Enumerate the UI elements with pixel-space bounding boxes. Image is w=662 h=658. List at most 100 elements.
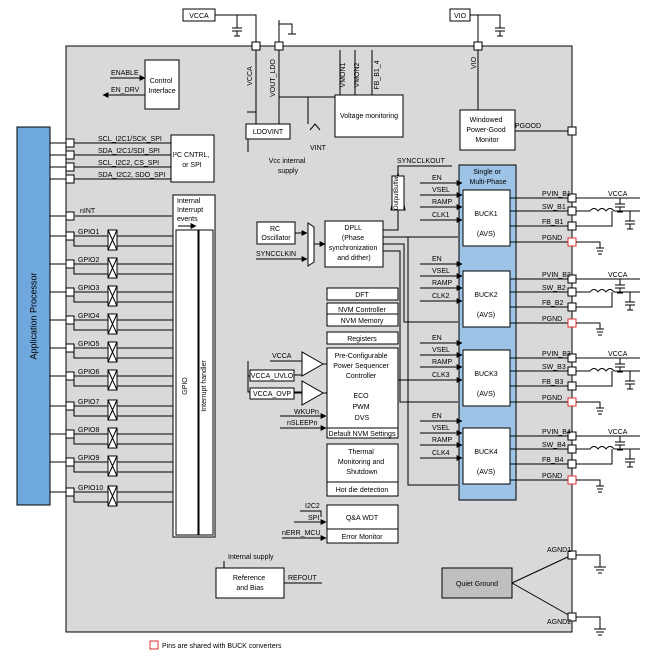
gpio-label: GPIO6 <box>78 369 100 376</box>
label-vout-ldo: VOUT_LDO <box>270 59 277 97</box>
pin-square <box>567 444 577 454</box>
clock-mux <box>307 222 315 267</box>
pin-square <box>567 459 577 469</box>
pin-square <box>65 231 75 241</box>
pgnd-ground-icon <box>576 479 604 493</box>
pin-vcca-top: VCCA <box>189 13 209 20</box>
syncclkout-wire <box>397 165 452 173</box>
buck-pin-label: FB_B2 <box>542 300 564 307</box>
pvin-cap <box>576 197 640 213</box>
gpio-buffer-mark <box>107 399 118 421</box>
pin-square <box>567 126 577 136</box>
interrupt-handler-column <box>198 229 214 536</box>
buck-name: BUCK3 <box>474 371 497 378</box>
gpio-label: GPIO4 <box>78 313 100 320</box>
ci-line-2: Interface <box>148 88 175 95</box>
pin-square <box>65 487 75 497</box>
buck-pin-label: PVIN_B4 <box>542 429 571 436</box>
vio-top-wire <box>470 14 505 42</box>
buck-pin-label: PGND <box>542 316 562 323</box>
gpio-wire <box>50 347 175 359</box>
buck-pin-label: PVIN_B3 <box>542 351 571 358</box>
seq-line-1: Pre-Configurable <box>335 353 388 360</box>
bucks: BUCK1(AVS)ENVSELRAMPCLK1PVIN_B1SW_B1FB_B… <box>420 175 640 493</box>
single-multi-phase: Single or Multi-Phase <box>470 169 507 186</box>
gpio-label: GPIO8 <box>78 427 100 434</box>
nvm-controller-label: NVM Controller <box>338 307 387 314</box>
dpll-label: DPLL (Phase synchronization and dither) <box>329 225 380 262</box>
buck-pin-label: FB_B1 <box>542 219 564 226</box>
gpio-buffer-mark <box>107 257 118 279</box>
internal-interrupt-label: Internal Interrupt events <box>177 198 205 223</box>
ref-bias-block <box>215 567 285 599</box>
pin-square <box>65 343 75 353</box>
rb-line-2: and Bias <box>236 585 264 592</box>
pin-square <box>567 206 577 216</box>
buck-control-label: VSEL <box>432 347 450 354</box>
gpio-label: GPIO7 <box>78 399 100 406</box>
dpll-line-1: DPLL <box>344 225 362 232</box>
buck-block <box>462 189 511 247</box>
uvlo-comparator <box>301 351 325 377</box>
pin-square <box>65 401 75 411</box>
nvm-memory-block <box>326 313 399 327</box>
buck-pin-label: FB_B4 <box>542 457 564 464</box>
gpio-column <box>175 229 199 536</box>
seq-line-6: DVS <box>355 415 370 422</box>
syncclkout-label: SYNCCLKOUT <box>397 158 446 165</box>
gpio-wire <box>50 235 175 247</box>
gpio-buffer-mark <box>107 341 118 363</box>
pin-square <box>567 475 577 485</box>
pin-square <box>65 259 75 269</box>
dpll-line-3: synchronization <box>329 245 378 252</box>
gpio-wire <box>50 433 175 445</box>
buck-control-label: VSEL <box>432 268 450 275</box>
seq-line-4: ECO <box>353 393 369 400</box>
buck-control-label: RAMP <box>432 359 453 366</box>
label-vmon2: VMON2 <box>354 62 361 87</box>
pin-square <box>65 429 75 439</box>
error-monitor-label: Error Monitor <box>342 534 384 541</box>
en-drv-label: EN_DRV <box>111 87 140 94</box>
buck-pin-label: SW_B2 <box>542 285 566 292</box>
buck-control-label: CLK3 <box>432 372 450 379</box>
sw-inductor <box>576 208 640 230</box>
i2c-line-2: or SPI <box>182 162 202 169</box>
pin-square <box>251 41 261 51</box>
rc-oscillator-label: RC Oscillator <box>261 226 291 242</box>
refout-label: REFOUT <box>288 575 318 582</box>
application-processor-label: Application Processor <box>28 272 38 359</box>
iie-line-1: Internal <box>177 198 201 205</box>
vcca-uvlo-label: VCCA_UVLO <box>251 373 294 380</box>
nvm-memory-label: NVM Memory <box>341 318 384 325</box>
nint-label: nINT <box>80 208 96 215</box>
th-line-2: Monitoring and <box>338 459 384 466</box>
i2c-signal-label: SDA_I2C2, SDO_SPI <box>98 172 165 179</box>
buck-block <box>462 349 511 407</box>
agnd1-label: AGND1 <box>547 547 571 554</box>
pin-square <box>567 612 577 622</box>
buck-pin-label: PVIN_B2 <box>542 272 571 279</box>
pin-square <box>65 287 75 297</box>
i2c-signal-group: SCL_I2C1/SCK_SPISDA_I2C1/SDI_SPISCL_I2C2… <box>50 136 171 221</box>
pin-square <box>567 381 577 391</box>
gpio-label: GPIO9 <box>78 455 100 462</box>
legend-swatch <box>149 640 159 650</box>
pin-square <box>567 287 577 297</box>
label-fb-b1-4: FB_B1_4 <box>374 60 381 89</box>
i2c-spi-label: I²C CNTRL, or SPI <box>173 152 212 169</box>
buck-pin-label: SW_B4 <box>542 442 566 449</box>
gpio-vertical-label: GPIO <box>182 377 189 395</box>
i2c-signal-label: SCL_I2C1/SCK_SPI <box>98 136 162 143</box>
buck-control-label: VSEL <box>432 425 450 432</box>
dpll-block <box>324 220 384 268</box>
wkupn-label: WKUPn <box>294 409 319 416</box>
pin-square <box>567 302 577 312</box>
voltage-monitoring-label: Voltage monitoring <box>340 113 398 120</box>
i2c-line-1: I²C CNTRL, <box>173 152 210 159</box>
sw-inductor <box>576 368 640 390</box>
error-monitor-block <box>326 528 399 544</box>
nerr-mcu-label: nERR_MCU <box>282 530 321 537</box>
registers-label: Registers <box>347 336 377 343</box>
ci-line-1: Control <box>150 78 173 85</box>
